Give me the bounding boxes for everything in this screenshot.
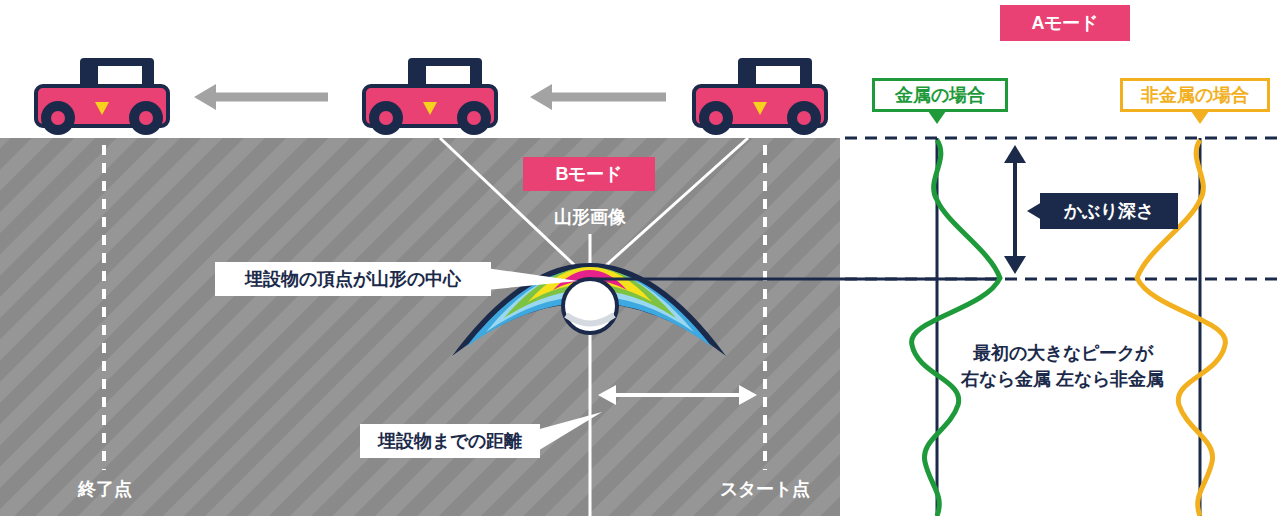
depth-arrow <box>1013 158 1017 262</box>
box-text: かぶり深さ <box>1064 199 1154 223</box>
distance-arrow <box>612 393 742 397</box>
cart-window <box>756 66 800 84</box>
callout-box: 埋設物の頂点が山形の中心 <box>215 262 491 296</box>
antenna-mark <box>423 102 437 115</box>
note-text: 最初の大きなピークが 右なら金属 左なら非金属 <box>960 340 1165 392</box>
box-text: Aモード <box>1032 11 1099 35</box>
tag-pointer <box>928 111 946 124</box>
callout-box: 埋設物までの距離 <box>360 424 540 458</box>
box-text: 非金属の場合 <box>1141 83 1249 107</box>
image-label: 山形画像 <box>530 205 650 229</box>
radar-cart <box>694 58 826 135</box>
box-text: 金属の場合 <box>895 83 985 107</box>
tag-pointer <box>1191 111 1209 124</box>
wheel-hub <box>379 111 393 125</box>
case-tag: 非金属の場合 <box>1120 78 1270 112</box>
end-line <box>102 145 106 470</box>
wheel <box>369 101 403 135</box>
ground <box>0 138 840 516</box>
wheel-hub <box>139 111 153 125</box>
depth-tag: かぶり深さ <box>1040 193 1178 229</box>
buried-object <box>563 279 617 333</box>
point-label: 終了点 <box>55 477 155 501</box>
arrow-head <box>1004 145 1026 163</box>
apex-line <box>595 278 1000 281</box>
wheel-hub <box>51 111 65 125</box>
wheel <box>457 101 491 135</box>
cart-window <box>426 66 470 84</box>
callout-pointer <box>536 412 602 452</box>
wheel-hub <box>709 111 723 125</box>
antenna-mark <box>95 102 109 115</box>
wheel <box>787 101 821 135</box>
antenna-mark <box>753 102 767 115</box>
metal-waveform <box>912 140 1000 516</box>
start-line <box>763 145 767 470</box>
arrow-head <box>530 84 552 110</box>
mode-tag: Bモード <box>523 157 655 191</box>
radar-cart <box>364 58 496 135</box>
wheel-hub <box>467 111 481 125</box>
arrow-head <box>1004 256 1026 274</box>
box-text: 埋設物までの距離 <box>378 429 522 453</box>
hyperbola-outline <box>452 263 726 356</box>
cart-window <box>98 66 142 84</box>
box-text: 埋設物の頂点が山形の中心 <box>245 267 461 291</box>
radar-cart <box>36 58 168 135</box>
wheel <box>129 101 163 135</box>
wheel-hub <box>797 111 811 125</box>
wheel <box>699 101 733 135</box>
case-tag: 金属の場合 <box>872 78 1008 112</box>
box-text: Bモード <box>556 162 623 186</box>
depth-line <box>845 278 1280 281</box>
object-shade <box>566 315 614 324</box>
point-label: スタート点 <box>690 477 840 501</box>
arrow-head <box>598 385 616 405</box>
callout-pointer <box>486 268 578 290</box>
mode-tag: Aモード <box>1000 5 1130 41</box>
travel-arrow <box>548 93 666 102</box>
arrow-head <box>739 385 757 405</box>
surface-line <box>845 137 1280 140</box>
arrow-head <box>194 84 216 110</box>
wheel <box>41 101 75 135</box>
travel-arrow <box>212 93 328 102</box>
